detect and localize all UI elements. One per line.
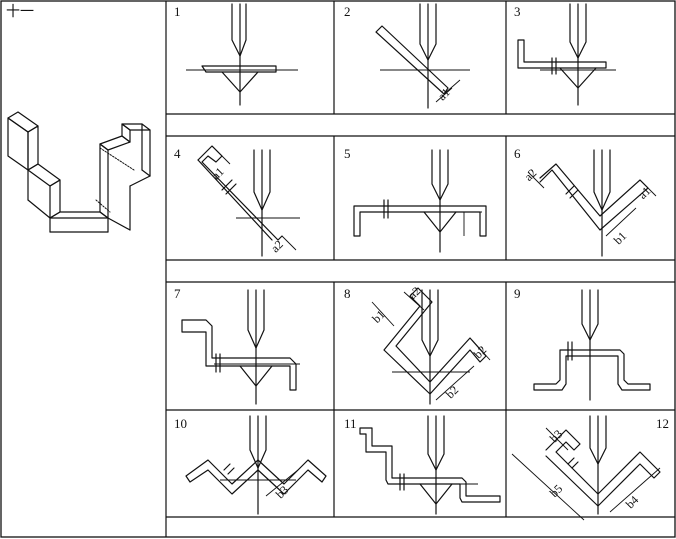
- step-number-2: 2: [344, 4, 351, 19]
- part-isometric: [7, 111, 151, 233]
- step-number-8: 8: [344, 286, 351, 301]
- step-number-5: 5: [344, 146, 351, 161]
- step-number-6: 6: [514, 146, 521, 161]
- grid-lines: [166, 1, 675, 518]
- step-number-4: 4: [174, 146, 181, 161]
- step-4-diagram: 4 a1 a2: [174, 145, 300, 257]
- step-8-diagram: 8 b1 a2 b2 b2: [344, 284, 491, 405]
- step-10-diagram: 10 b3: [174, 415, 327, 515]
- step-2-diagram: 2 a1: [344, 3, 470, 109]
- step-6-diagram: 6 a2 a1 b1: [514, 146, 657, 257]
- step-9-diagram: 9: [514, 286, 651, 401]
- step-8-dim-b2-lower: b2: [443, 383, 461, 401]
- step-number-1: 1: [174, 4, 181, 19]
- step-number-10: 10: [174, 416, 187, 431]
- step-3-diagram: 3: [514, 3, 616, 106]
- step-12-diagram: 12 b3 b5 b4: [511, 415, 669, 521]
- step-7-diagram: 7: [174, 286, 300, 405]
- step-8-dim-a2: a2: [405, 284, 423, 302]
- step-5-diagram: 5: [344, 146, 487, 253]
- step-number-7: 7: [174, 286, 181, 301]
- step-8-dim-b1: b1: [369, 307, 387, 325]
- step-number-11: 11: [344, 416, 357, 431]
- step-1-diagram: 1: [174, 3, 298, 106]
- step-12-dim-b4: b4: [623, 493, 641, 511]
- step-6-dim-b1: b1: [611, 229, 629, 247]
- step-number-9: 9: [514, 286, 521, 301]
- corner-mark: 十一: [6, 4, 34, 20]
- step-11-diagram: 11: [344, 415, 501, 515]
- step-12-dim-b5: b5: [547, 482, 565, 500]
- step-6-dim-a1: a1: [635, 184, 653, 202]
- step-number-12: 12: [656, 416, 669, 431]
- step-4-dim-a2: a2: [268, 237, 286, 255]
- step-number-3: 3: [514, 4, 521, 19]
- step-12-dim-b3: b3: [547, 427, 565, 445]
- step-4-dim-a1: a1: [209, 164, 227, 182]
- step-8-dim-b2-upper: b2: [471, 343, 489, 361]
